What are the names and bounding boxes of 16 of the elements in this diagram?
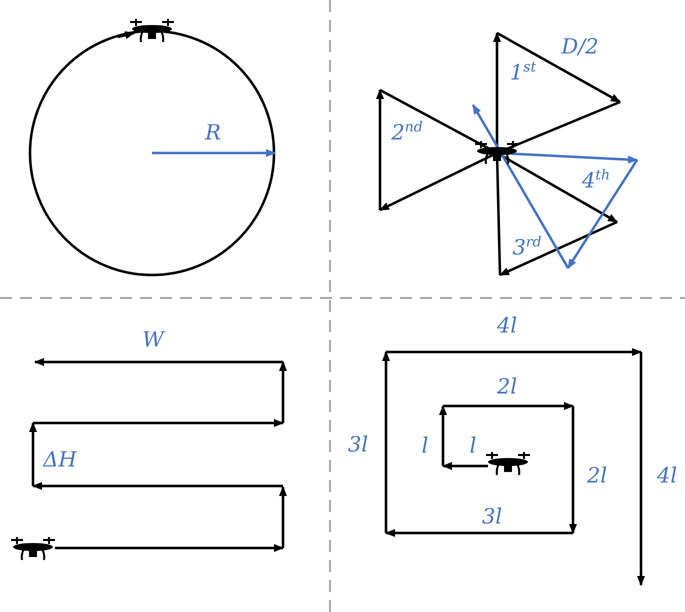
dimension-label: l bbox=[470, 436, 476, 456]
dimension-label: 3l bbox=[482, 506, 502, 528]
dimension-label: 3$^{rd}$ bbox=[512, 236, 542, 258]
dimension-label: 2l bbox=[586, 466, 608, 486]
dimension-label: 3l bbox=[348, 434, 368, 456]
dimension-label: W bbox=[142, 330, 164, 350]
dimension-label: ΔH bbox=[43, 450, 77, 470]
dimension-label: 2l bbox=[496, 376, 518, 398]
dimension-label: 2$^{nd}$ bbox=[391, 120, 423, 144]
dimension-label: D/2 bbox=[561, 36, 599, 58]
dimension-label: 1$^{st}$ bbox=[510, 60, 536, 84]
dimension-label: 4l bbox=[496, 316, 518, 336]
dimension-label: l bbox=[422, 436, 428, 456]
dimension-label: 4$^{th}$ bbox=[582, 168, 610, 192]
dimension-label: R bbox=[205, 122, 221, 144]
dimension-label: 4l bbox=[656, 466, 678, 486]
